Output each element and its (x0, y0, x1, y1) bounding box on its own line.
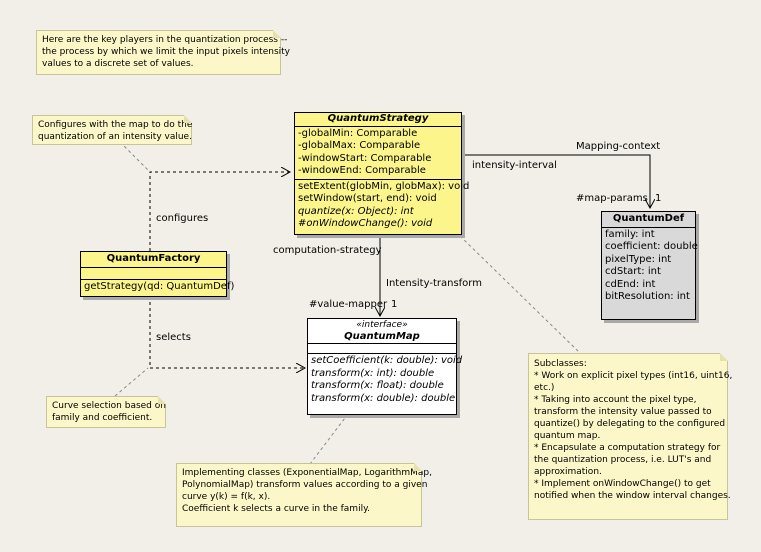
operations-compartment: setCoefficient(k: double): void transfor… (308, 354, 463, 406)
note-line: Curve selection based on (52, 401, 166, 411)
operation-row: quantize(x: Object): int (298, 205, 414, 217)
attribute-row: family: int (605, 228, 655, 240)
attributes-compartment (81, 268, 226, 280)
class-name: QuantumStrategy (295, 113, 461, 127)
mapping-context-label: Mapping-context (576, 141, 661, 152)
configures-label: configures (156, 213, 209, 224)
quantum-factory-class[interactable]: QuantumFactory getStrategy(qd: QuantumDe… (80, 251, 235, 297)
operation-row: setExtent(globMin, globMax): void (298, 180, 470, 192)
class-name: QuantumFactory (81, 252, 226, 268)
operations-compartment: getStrategy(qd: QuantumDef) (81, 280, 235, 295)
selects-label: selects (156, 332, 191, 343)
note-line: the process by which we limit the input … (42, 47, 290, 57)
configures-dependency (149, 172, 290, 251)
note-fold (414, 463, 422, 471)
attribute-row: cdStart: int (605, 266, 661, 277)
operation-row: transform(x: int): double (311, 367, 435, 379)
note-fold (184, 115, 192, 123)
note-line: Implementing classes (ExponentialMap, Lo… (182, 468, 433, 478)
note-anchor-selection (114, 367, 149, 397)
note-line: Coefficient k selects a curve in the fam… (182, 504, 370, 514)
implementation-note: Implementing classes (ExponentialMap, Lo… (176, 463, 433, 527)
quantum-strategy-class[interactable]: QuantumStrategy -globalMin: Comparable -… (294, 112, 470, 235)
operation-row: setWindow(start, end): void (298, 193, 437, 204)
operation-row: transform(x: float): double (311, 380, 444, 391)
subclasses-note: Subclasses: * Work on explicit pixel typ… (528, 353, 733, 520)
intensity-interval-label: intensity-interval (472, 160, 557, 171)
note-line: notified when the window interval change… (534, 491, 731, 501)
note-line: * Work on explicit pixel types (int16, u… (534, 371, 733, 381)
computation-strategy-label: computation-strategy (273, 245, 382, 256)
attributes-compartment (308, 344, 456, 354)
attribute-row: -globalMin: Comparable (298, 127, 418, 139)
configures-note: Configures with the map to do the quanti… (32, 115, 192, 145)
attribute-row: bitResolution: int (605, 291, 690, 302)
note-line: transform the intensity value passed to (534, 407, 712, 417)
note-line: values to a discrete set of values. (42, 59, 194, 69)
intro-note: Here are the key players in the quantiza… (36, 30, 290, 75)
attribute-row: -globalMax: Comparable (298, 140, 421, 151)
attribute-row: -windowEnd: Comparable (298, 165, 426, 176)
note-line: PolynomialMap) transform values accordin… (182, 480, 428, 490)
note-line: the quantization process, i.e. LUT's and (534, 455, 712, 465)
stereotype-label: «interface» (356, 320, 408, 330)
note-line: * Taking into account the pixel type, (534, 395, 697, 405)
map-params-role-label: #map-params (576, 193, 648, 204)
mapping-context-association (462, 154, 650, 208)
operation-row: #onWindowChange(): void (298, 218, 433, 229)
note-line: * Implement onWindowChange() to get (534, 479, 711, 489)
operation-row: transform(x: double): double (311, 392, 456, 404)
selects-dependency (149, 296, 305, 368)
note-line: quantization of an intensity value. (38, 132, 192, 142)
attributes-compartment: family: int coefficient: double pixelTyp… (602, 228, 698, 305)
note-fold (273, 30, 281, 38)
class-name: QuantumDef (602, 212, 695, 228)
attributes-compartment: -globalMin: Comparable -globalMax: Compa… (295, 127, 461, 180)
operation-row: getStrategy(qd: QuantumDef) (84, 280, 235, 292)
note-anchor-subclasses (459, 235, 581, 354)
attribute-row: pixelType: int (605, 253, 672, 265)
note-line: * Encapsulate a computation strategy for (534, 443, 721, 453)
class-header: «interface» QuantumMap (308, 319, 456, 344)
note-line: Subclasses: (534, 359, 587, 369)
note-fold (158, 396, 166, 404)
note-line: family and coefficient. (52, 413, 153, 423)
attribute-row: coefficient: double (605, 241, 698, 252)
attribute-row: cdEnd: int (605, 278, 656, 290)
class-name: QuantumMap (344, 331, 420, 342)
note-line: curve y(k) = f(k, x). (182, 492, 271, 502)
operations-compartment: setExtent(globMin, globMax): void setWin… (295, 180, 470, 232)
note-anchor-configures (119, 141, 151, 173)
quantum-map-interface[interactable]: «interface» QuantumMap setCoefficient(k:… (307, 318, 463, 415)
note-line: Configures with the map to do the (38, 120, 193, 130)
selection-note: Curve selection based on family and coef… (46, 396, 166, 428)
note-line: approximation. (534, 467, 602, 477)
intensity-transform-label: Intensity-transform (386, 278, 482, 289)
value-mapper-role-label: #value-mapper (309, 299, 388, 310)
map-params-multiplicity: 1 (655, 193, 662, 204)
note-line: etc.) (534, 383, 555, 393)
quantum-def-class[interactable]: QuantumDef family: int coefficient: doub… (601, 211, 698, 320)
attribute-row: -windowStart: Comparable (298, 152, 432, 164)
note-fold (720, 353, 728, 361)
operation-row: setCoefficient(k: double): void (311, 355, 463, 366)
note-line: Here are the key players in the quantiza… (42, 35, 288, 45)
value-mapper-multiplicity: 1 (391, 299, 398, 310)
note-anchor-impl (309, 413, 349, 465)
note-line: quantum map. (534, 431, 601, 441)
note-line: quantize() by delegating to the configur… (534, 419, 726, 429)
